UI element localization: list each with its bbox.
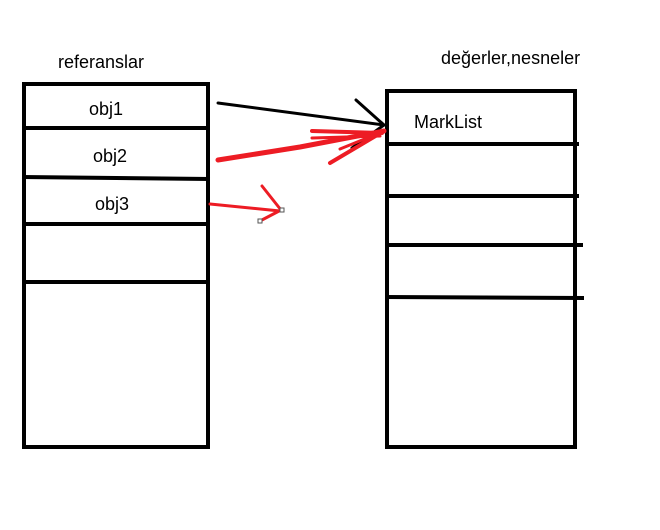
reference-item-obj2: obj2 <box>93 146 128 166</box>
selection-handle <box>279 207 285 213</box>
references-row-divider <box>21 175 211 181</box>
values-title: değerler,nesneler <box>441 48 581 68</box>
arrow-obj3 <box>208 184 283 223</box>
references-box <box>21 82 211 449</box>
values-box-outline <box>385 89 577 449</box>
references-box-outline <box>22 82 210 449</box>
value-item-marklist: MarkList <box>414 112 483 132</box>
reference-item-obj3: obj3 <box>95 194 130 214</box>
values-box <box>384 89 585 449</box>
selection-handle <box>257 218 263 224</box>
values-row-divider <box>384 295 585 300</box>
arrow-obj2-to-marklist <box>215 128 387 165</box>
references-title: referanslar <box>58 52 145 72</box>
reference-item-obj1: obj1 <box>89 99 124 119</box>
